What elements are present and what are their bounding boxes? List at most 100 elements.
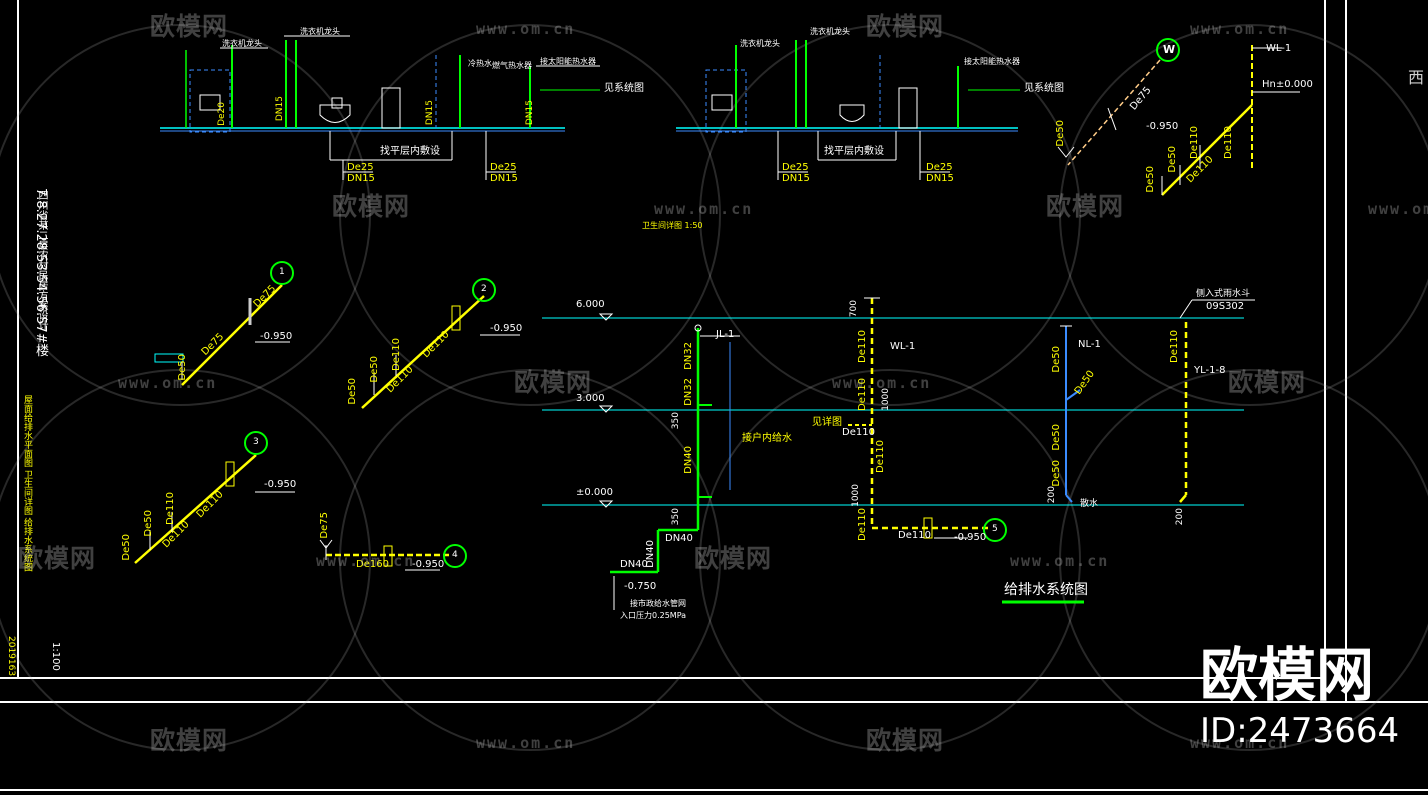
detail-left-dn15-c: DN15 xyxy=(525,100,535,126)
iso1-m0950: -0.950 xyxy=(260,331,293,342)
sheet-title: 屋面给排水平面图 卫生间详图 给排水系统图 xyxy=(22,395,32,572)
wl1-dim1000-b: 1000 xyxy=(851,484,861,507)
iso3-de50-a: De50 xyxy=(121,534,132,561)
wl-isometric-top-right xyxy=(1057,45,1300,196)
jl1-dim350-a: 350 xyxy=(671,412,681,430)
iso3-de110-a: De110 xyxy=(165,492,176,525)
right-edge-char: 西 xyxy=(1408,68,1425,87)
yl-rain-std: 09S302 xyxy=(1206,301,1245,312)
detail-mid-see-system: 见系统图 xyxy=(1024,83,1064,94)
system-title: 给排水系统图 xyxy=(1004,582,1088,598)
detail-mid-label-2: 洗衣机龙头 xyxy=(810,27,850,36)
jl1-dn40-a: DN40 xyxy=(683,446,694,474)
wl-top-m0950: -0.950 xyxy=(1146,121,1179,132)
watermark-brand: 欧模网 xyxy=(150,726,229,755)
detail-mid-de25-b: De25 xyxy=(926,162,953,173)
yl-dim200: 200 xyxy=(1175,508,1185,526)
wl1-dim700: 700 xyxy=(849,300,859,318)
detail-left-label-2: 洗衣机龙头 xyxy=(300,27,340,36)
iso-4 xyxy=(319,539,452,571)
detail-left-dn15-d: DN15 xyxy=(347,173,375,184)
yl-rain-note: 侧入式雨水斗 xyxy=(1196,289,1251,299)
detail-mid-dn15-a: DN15 xyxy=(782,173,810,184)
detail-left-de25-b: De25 xyxy=(490,162,517,173)
wl1-de110-f: De110 xyxy=(898,530,931,541)
watermark-brand: 欧模网 xyxy=(866,12,945,41)
circle-5-label: 5 xyxy=(992,524,998,534)
watermark-url: www.om.cn xyxy=(1010,552,1110,570)
watermark-brand: 欧模网 xyxy=(1228,368,1307,397)
jl1-supply-note: 接户内给水 xyxy=(742,433,792,444)
iso4-de75: De75 xyxy=(319,512,330,539)
wl1-de110-a: De110 xyxy=(857,330,868,363)
circle-2-label: 2 xyxy=(481,284,487,294)
level-3000: 3.000 xyxy=(576,393,605,404)
circle-w-label: W xyxy=(1163,43,1176,56)
detail-left-small-2: 燃气热水器 xyxy=(492,61,532,70)
watermark-brand: 欧模网 xyxy=(332,192,411,221)
jl1-dn40-b: DN40 xyxy=(665,533,693,544)
iso3-m0950: -0.950 xyxy=(264,479,297,490)
watermark-url: www.om.cn xyxy=(316,552,416,570)
bathroom-detail-mid xyxy=(676,40,1020,180)
wl-top-de110-b: De110 xyxy=(1223,126,1234,159)
nl1-de50-c: De50 xyxy=(1051,424,1062,451)
watermark-brand: 欧模网 xyxy=(18,544,97,573)
detail-left-de20: De20 xyxy=(217,102,227,126)
iso2-m0950: -0.950 xyxy=(490,323,523,334)
watermark-url: www.om.cn xyxy=(1190,20,1290,38)
watermark-brand: 欧模网 xyxy=(1046,192,1125,221)
watermark-brand: 欧模网 xyxy=(514,368,593,397)
jl1-dn40-d: DN40 xyxy=(645,540,656,568)
nl1-drain: 散水 xyxy=(1080,499,1099,509)
detail-mid-de25-a: De25 xyxy=(782,162,809,173)
watermark-brand: 欧模网 xyxy=(694,544,773,573)
wl-top-de50-b: De50 xyxy=(1167,146,1178,173)
wl-top-de50-a: De50 xyxy=(1055,120,1066,147)
watermark-url: www.om.cn xyxy=(1368,200,1428,218)
detail-left-see-system: 见系统图 xyxy=(604,83,644,94)
circle-markers xyxy=(244,38,1180,568)
jl1-dn40-c: DN40 xyxy=(620,559,648,570)
detail-mid-label-1: 洗衣机龙头 xyxy=(740,39,780,48)
jl1-m0750: -0.750 xyxy=(624,581,657,592)
date-note: 2019163 xyxy=(6,636,16,677)
wl-top-wl1: WL-1 xyxy=(1266,43,1292,54)
wl-top-de110-a: De110 xyxy=(1189,126,1200,159)
wl1-label: WL-1 xyxy=(890,341,916,352)
detail-left-dn15-b: DN15 xyxy=(425,100,435,126)
wl1-de110-e: De110 xyxy=(857,508,868,541)
detail-mid-dn15-b: DN15 xyxy=(926,173,954,184)
wl-top-hn: Hn±0.000 xyxy=(1262,79,1313,90)
watermark-url: www.om.cn xyxy=(832,374,932,392)
level-0000: ±0.000 xyxy=(576,487,614,498)
detail-left-label-right: 接太阳能热水器 xyxy=(540,57,596,66)
jl1-dn32-b: DN32 xyxy=(683,378,694,406)
watermark-brand: 欧模网 xyxy=(150,12,229,41)
iso2-de110-a: De110 xyxy=(391,338,402,371)
detail-mid-label-right: 接太阳能热水器 xyxy=(964,57,1020,66)
nl1-dim200: 200 xyxy=(1047,486,1057,504)
level-6000: 6.000 xyxy=(576,299,605,310)
iso4-de160: De160 xyxy=(356,559,389,570)
jl1-label: JL-1 xyxy=(716,329,735,340)
watermark-url: www.om.cn xyxy=(118,374,218,392)
watermark-url: www.om.cn xyxy=(1190,734,1290,752)
detail-mid-lay-note: 找平层内敷设 xyxy=(824,146,884,157)
jl1-dim350-b: 350 xyxy=(671,508,681,526)
wl1-see-detail: 见详图 xyxy=(812,417,842,428)
wl1-de110-d: De110 xyxy=(875,440,886,473)
watermark-brand: 欧模网 xyxy=(866,726,945,755)
jl1-pressure: 入口压力0.25MPa xyxy=(620,611,687,620)
detail-left-de25-a: De25 xyxy=(347,162,374,173)
wl-top-de50-c: De50 xyxy=(1145,166,1156,193)
bathroom-detail-left xyxy=(160,35,600,180)
id-watermark: ID:2473664 xyxy=(1200,711,1400,751)
wl1-de110-c: De110 xyxy=(842,427,875,438)
yl-label: YL-1-8 xyxy=(1194,365,1226,376)
detail-left-label-1: 洗衣机龙头 xyxy=(222,39,262,48)
watermark-url: www.om.cn xyxy=(654,200,754,218)
iso-2 xyxy=(361,295,520,409)
